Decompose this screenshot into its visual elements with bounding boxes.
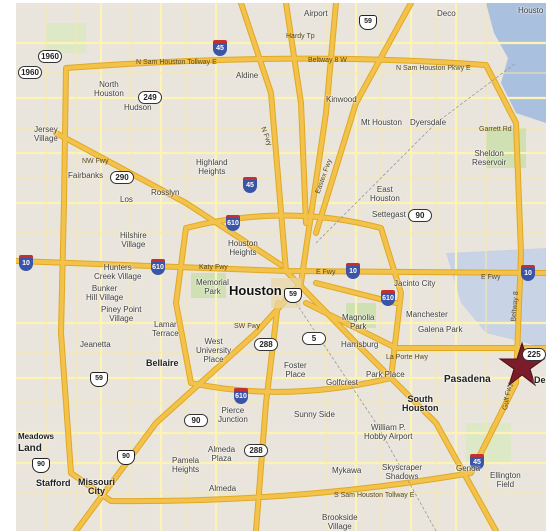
label-kinwood: Kinwood <box>326 95 357 104</box>
park-north <box>46 23 86 53</box>
label-los: Los <box>120 195 133 204</box>
route-90-shield: 90 <box>408 209 432 222</box>
interstate-10-shield-3: 10 <box>521 265 535 281</box>
label-skyscraper-shadows: Skyscraper Shadows <box>382 463 423 481</box>
label-brookside-village: Brookside Village <box>322 513 358 531</box>
label-deco: Deco <box>437 9 456 18</box>
us-59-shield-3: 59 <box>90 372 108 387</box>
label-stafford: Stafford <box>36 478 71 488</box>
us-59-shield: 59 <box>359 15 377 30</box>
label-genoa: Genoa <box>456 464 481 473</box>
route-290-shield: 290 <box>110 171 134 184</box>
label-sunny-side: Sunny Side <box>294 410 335 419</box>
road-la-porte-hwy: La Porte Hwy <box>386 354 429 361</box>
route-90-shield-2: 90 <box>184 414 208 427</box>
road-garrett: Garrett Rd <box>479 126 512 133</box>
label-missouri-city: Missouri City <box>78 477 116 496</box>
road-s-sam-houston-tollway: S Sam Houston Tollway E <box>334 492 415 499</box>
label-pasadena: Pasadena <box>444 374 491 385</box>
route-5-shield: 5 <box>302 332 326 345</box>
label-mykawa: Mykawa <box>332 466 362 475</box>
road-sam-houston-tollway-north: N Sam Houston Tollway E <box>136 59 217 66</box>
route-225-shield: 225 <box>522 348 546 361</box>
label-houston: Houston <box>229 283 282 298</box>
railroads <box>295 62 517 531</box>
label-south-houston: South Houston <box>402 394 439 413</box>
label-jeanetta: Jeanetta <box>80 340 111 349</box>
label-lamar-terrace: Lamar Terrace <box>152 320 179 338</box>
interstate-45-shield-3: 45 <box>470 454 484 470</box>
label-memorial-park: Memorial Park <box>196 278 229 296</box>
label-hilshire-village: Hilshire Village <box>120 231 147 249</box>
label-bellaire: Bellaire <box>146 358 179 368</box>
route-249-shield: 249 <box>138 91 162 104</box>
us-90-shield: 90 <box>32 458 50 473</box>
park-memorial <box>191 273 226 298</box>
road-sw-fwy: SW Fwy <box>234 323 261 330</box>
label-dyersdale: Dyersdale <box>410 118 447 127</box>
label-settegast: Settegast <box>372 210 406 219</box>
label-pamela-heights: Pamela Heights <box>172 456 200 474</box>
label-park-place: Park Place <box>366 370 405 379</box>
label-galena-park: Galena Park <box>418 325 463 334</box>
label-hudson: Hudson <box>124 103 152 112</box>
interstate-45-shield: 45 <box>213 40 227 56</box>
road-e-fwy-2: E Fwy <box>481 274 501 281</box>
label-west-university: West University Place <box>196 337 232 364</box>
us-90-shield-2: 90 <box>117 450 135 465</box>
label-houston-top: Housto <box>518 6 544 15</box>
label-de: De <box>534 375 546 385</box>
route-288-shield: 288 <box>254 338 278 351</box>
label-fairbanks: Fairbanks <box>68 171 104 180</box>
label-rosslyn: Rosslyn <box>151 188 180 197</box>
interstate-610-shield-2: 610 <box>381 290 395 306</box>
label-hobby-airport: William P. Hobby Airport <box>364 423 413 441</box>
interstate-610-shield-3: 610 <box>234 388 248 404</box>
label-golfcrest: Golfcrest <box>326 378 359 387</box>
interstate-610-shield-4: 610 <box>151 259 165 275</box>
route-1960-shield-2: 1960 <box>18 66 42 79</box>
interstate-45-shield-2: 45 <box>243 177 257 193</box>
interstate-10-shield: 10 <box>19 255 33 271</box>
label-land: Land <box>18 443 42 454</box>
label-jacinto-city: Jacinto City <box>394 279 436 288</box>
road-hardy-toll: Hardy Tp <box>286 33 315 40</box>
label-foster-place: Foster Place <box>284 361 307 379</box>
us-59-shield-2: 59 <box>284 288 302 303</box>
route-288-shield-2: 288 <box>244 444 268 457</box>
label-manchester: Manchester <box>406 310 448 319</box>
label-hunters-creek: Hunters Creek Village <box>94 263 142 281</box>
label-ellington-field: Ellington Field <box>490 471 521 489</box>
road-beltway-8-west: Beltway 8 W <box>308 57 347 64</box>
label-highland-heights: Highland Heights <box>196 158 228 176</box>
label-almeda: Almeda <box>209 484 237 493</box>
label-mt-houston: Mt Houston <box>361 118 402 127</box>
road-katy-fwy: Katy Fwy <box>199 264 228 271</box>
label-aldine: Aldine <box>236 71 259 80</box>
highway-fill <box>16 3 546 531</box>
map-canvas[interactable]: 1960 1960 249 290 90 288 288 5 225 90 59… <box>16 3 546 531</box>
label-airport: Airport <box>304 9 328 18</box>
label-piney-point: Piney Point Village <box>101 305 142 323</box>
label-pierce-junction: Pierce Junction <box>218 406 248 424</box>
road-e-fwy: E Fwy <box>316 269 336 276</box>
label-meadows: Meadows <box>18 432 55 441</box>
label-almeda-plaza: Almeda Plaza <box>208 445 236 463</box>
label-houston-heights: Houston Heights <box>228 239 258 257</box>
label-north-houston: North Houston <box>94 80 124 98</box>
road-nw-fwy: NW Fwy <box>82 158 109 165</box>
label-harrisburg: Harrisburg <box>341 340 379 349</box>
interstate-10-shield-2: 10 <box>346 263 360 279</box>
road-n-sam-houston-pkwy: N Sam Houston Pkwy E <box>396 65 471 72</box>
lake-houston <box>486 3 546 123</box>
label-jersey-village: Jersey Village <box>34 125 58 143</box>
label-magnolia-park: Magnolia Park <box>342 313 375 331</box>
label-sheldon-reservoir: Sheldon Reservoir <box>472 149 507 167</box>
interstate-610-shield: 610 <box>226 215 240 231</box>
route-1960-shield: 1960 <box>38 50 62 63</box>
label-bunker-hill: Bunker Hill Village <box>86 284 124 302</box>
label-east-houston: East Houston <box>370 185 400 203</box>
